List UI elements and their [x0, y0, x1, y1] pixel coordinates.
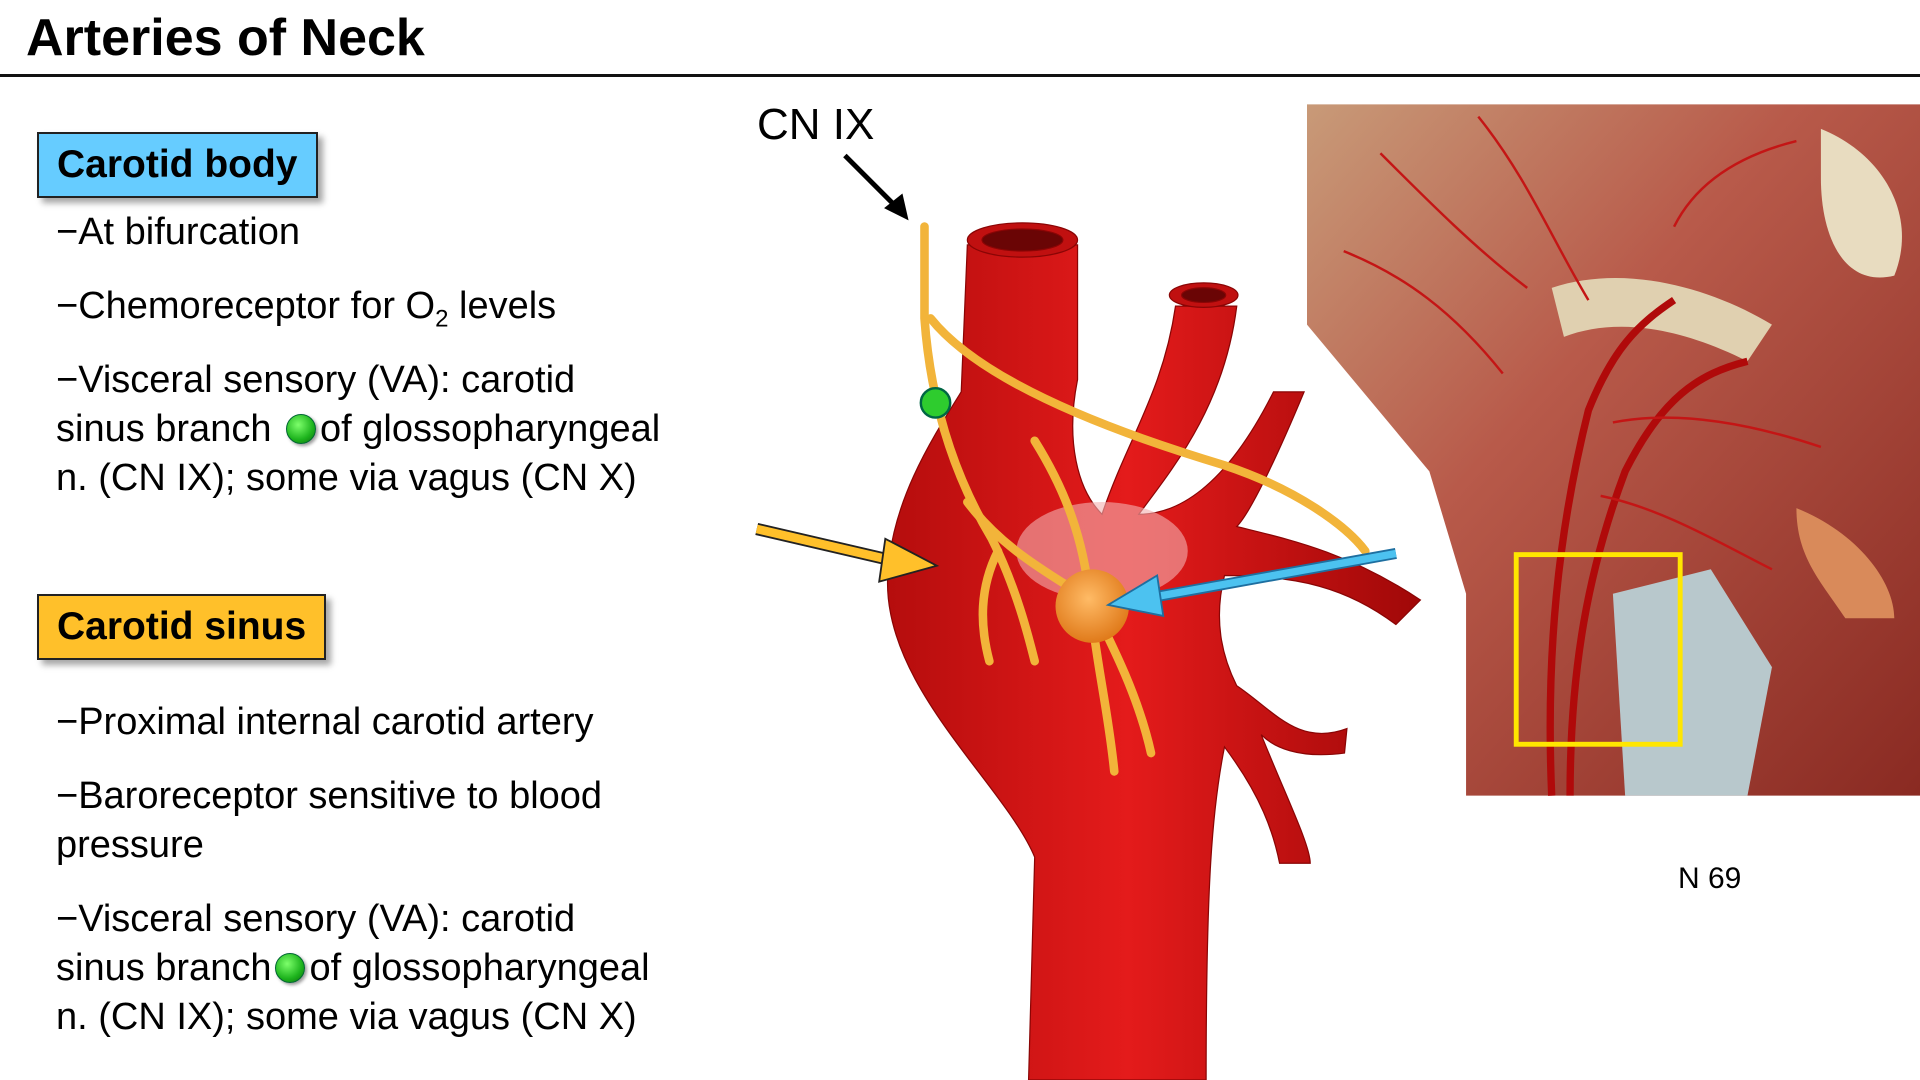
bullet-text: of glossopharyngeal	[309, 947, 650, 989]
green-marker-icon	[286, 414, 317, 444]
carotid-body-bullet-3: −Visceral sensory (VA): carotid sinus br…	[56, 356, 836, 503]
netter-plate-reference: N 69	[1678, 862, 1742, 895]
neck-dissection-image	[1307, 104, 1920, 796]
bullet-line: sinus branch of glossopharyngeal	[56, 405, 836, 454]
green-marker-icon	[919, 386, 952, 419]
bullet-text: of glossopharyngeal	[320, 408, 661, 450]
bullet-line: −Visceral sensory (VA): carotid	[56, 898, 576, 940]
bullet-line: n. (CN IX); some via vagus (CN X)	[56, 996, 637, 1038]
carotid-arteries	[887, 222, 1422, 1080]
bullet-line: n. (CN IX); some via vagus (CN X)	[56, 457, 637, 499]
carotid-sinus-bullet-1: −Proximal internal carotid artery	[56, 701, 594, 743]
green-marker-icon	[275, 953, 306, 983]
bullet-line: −Baroreceptor sensitive to blood	[56, 775, 603, 817]
carotid-body-arrow	[1105, 548, 1397, 618]
bullet-line: −Visceral sensory (VA): carotid	[56, 359, 576, 401]
carotid-body-heading: Carotid body	[37, 132, 318, 198]
subscript: 2	[435, 305, 449, 333]
cn-ix-arrow	[843, 153, 909, 221]
carotid-sinus-bullet-2: −Baroreceptor sensitive to blood pressur…	[56, 772, 836, 870]
carotid-body-bullet-1: −At bifurcation	[56, 211, 300, 253]
carotid-sinus-heading: Carotid sinus	[37, 594, 327, 660]
bullet-text: sinus branch	[56, 947, 272, 989]
slide-title: Arteries of Neck	[26, 9, 425, 67]
cn-ix-label: CN IX	[757, 100, 875, 149]
anatomical-photo-neck	[1307, 104, 1920, 796]
bullet-text: −Chemoreceptor for O	[56, 285, 436, 327]
glossopharyngeal-nerve	[920, 222, 1370, 776]
bullet-line: pressure	[56, 824, 204, 866]
carotid-sinus-arrow	[755, 523, 940, 583]
bullet-text: sinus branch	[56, 408, 272, 450]
carotid-body-bullet-2: −Chemoreceptor for O2 levels	[56, 282, 836, 344]
carotid-sinus-bullet-3: −Visceral sensory (VA): carotid sinus br…	[56, 895, 836, 1042]
carotid-body-icon	[1055, 569, 1129, 643]
bullet-text: levels	[448, 285, 557, 327]
highlight-box	[1513, 552, 1683, 747]
bullet-line: sinus branch of glossopharyngeal	[56, 944, 836, 993]
title-divider	[0, 74, 1920, 77]
